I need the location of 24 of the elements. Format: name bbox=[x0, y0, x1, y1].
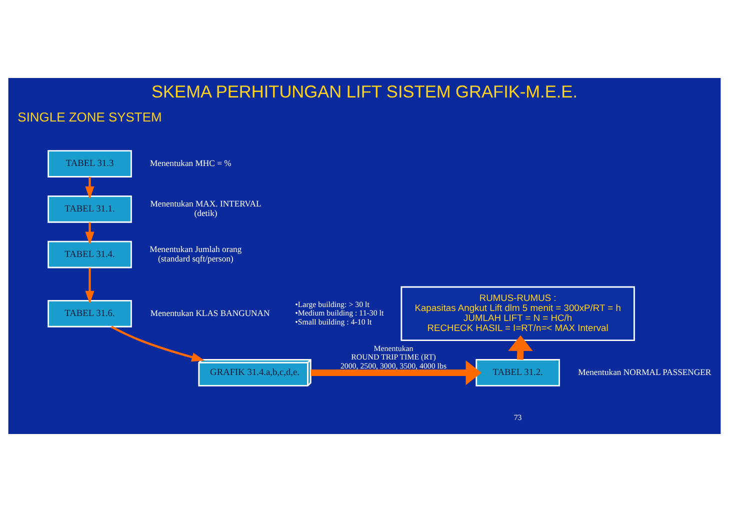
node-box: TABEL 31.4. bbox=[48, 240, 132, 268]
label: •Large building: > 30 lt bbox=[295, 300, 370, 309]
arrow bbox=[110, 325, 205, 362]
node-box: RUMUS-RUMUS : Kapasitas Angkut Lift dlm 5 menit = 300xP/RT = h JUMLAH LIFT = N = HC/h RECHECK HASIL = I=RT/n=< MAX Interval bbox=[400, 286, 635, 341]
node-box: TABEL 31.3 bbox=[48, 150, 132, 177]
label: 73 bbox=[514, 412, 522, 422]
arrow bbox=[508, 334, 533, 360]
node-label: Menentukan MHC = % bbox=[150, 157, 232, 168]
node-label: Menentukan MAX. INTERVAL (detik) bbox=[150, 198, 262, 218]
arrow bbox=[85, 176, 94, 199]
label: SINGLE ZONE SYSTEM bbox=[18, 109, 162, 124]
arrow bbox=[310, 360, 482, 385]
node-box: TABEL 31.1. bbox=[48, 194, 132, 222]
arrow bbox=[85, 222, 94, 244]
arrow bbox=[85, 267, 94, 304]
diagram-title: SKEMA PERHITUNGAN LIFT SISTEM GRAFIK-M.E.E. bbox=[151, 81, 578, 102]
node-label: Menentukan KLAS BANGUNAN bbox=[150, 307, 270, 318]
label: •Medium building : 11-30 lt bbox=[295, 308, 384, 318]
label: •Small building : 4-10 lt bbox=[295, 316, 372, 326]
node-box: TABEL 31.6. bbox=[48, 299, 132, 327]
node-label: Menentukan Jumlah orang (standard sqft/person) bbox=[150, 244, 242, 263]
edge-label: Menentukan ROUND TRIP TIME (RT) 2000, 2500, 3000, 3500, 4000 lbs bbox=[340, 343, 447, 370]
node-box: TABEL 31.2. bbox=[476, 358, 560, 386]
node-label: Menentukan NORMAL PASSENGER bbox=[578, 366, 712, 376]
